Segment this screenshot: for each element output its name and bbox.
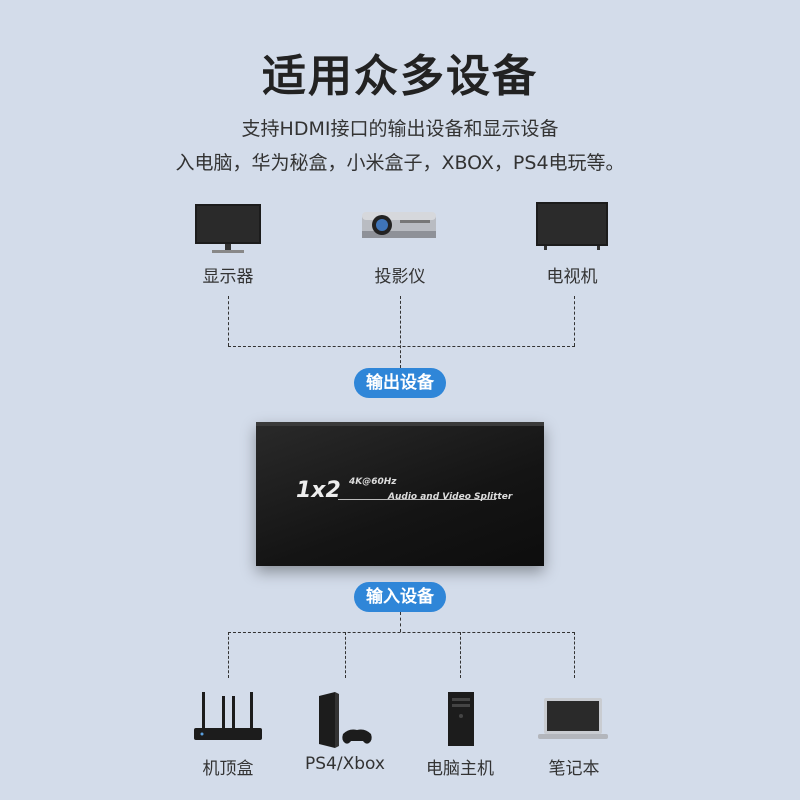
input-device-router: 机顶盒 bbox=[168, 690, 288, 779]
output-device-monitor: 显示器 bbox=[168, 198, 288, 287]
page-title: 适用众多设备 bbox=[262, 51, 538, 102]
subtitle-line-1: 支持HDMI接口的输出设备和显示设备 bbox=[241, 118, 559, 140]
connector-line bbox=[574, 296, 575, 346]
connector-line bbox=[228, 632, 575, 633]
splitter-device: 1x2 4K@60Hz Audio and Video Splitter bbox=[256, 422, 544, 566]
laptop-icon bbox=[538, 698, 608, 739]
input-device-label: 电脑主机 bbox=[426, 759, 494, 779]
input-device-label: 笔记本 bbox=[548, 759, 600, 779]
monitor-icon bbox=[195, 204, 261, 253]
game-console-icon bbox=[319, 692, 372, 748]
output-device-label: 投影仪 bbox=[374, 267, 426, 287]
output-device-projector: 投影仪 bbox=[340, 198, 460, 287]
output-device-tv: 电视机 bbox=[512, 198, 632, 287]
splitter-description: Audio and Video Splitter bbox=[388, 492, 513, 502]
input-device-label: PS4/Xbox bbox=[305, 754, 385, 774]
output-device-label: 显示器 bbox=[202, 267, 254, 287]
subtitle-line-2: 入电脑，华为秘盒，小米盒子，XBOX，PS4电玩等。 bbox=[175, 152, 625, 174]
input-device-label: 机顶盒 bbox=[202, 759, 254, 779]
input-device-laptop: 笔记本 bbox=[514, 690, 634, 779]
connector-line bbox=[400, 296, 401, 368]
splitter-spec: 4K@60Hz bbox=[349, 477, 397, 487]
connector-line bbox=[228, 346, 575, 347]
connector-line bbox=[228, 632, 229, 678]
input-device-pc: 电脑主机 bbox=[400, 690, 520, 779]
tv-icon bbox=[536, 202, 608, 250]
pc-tower-icon bbox=[448, 692, 474, 746]
connector-line bbox=[574, 632, 575, 678]
connector-line bbox=[345, 632, 346, 678]
connector-line bbox=[460, 632, 461, 678]
splitter-model: 1x2 bbox=[296, 478, 341, 503]
input-devices-badge: 输入设备 bbox=[354, 582, 446, 612]
projector-icon bbox=[362, 212, 436, 238]
connector-line bbox=[400, 612, 401, 632]
router-icon bbox=[194, 692, 262, 740]
output-devices-badge: 输出设备 bbox=[354, 368, 446, 398]
input-device-console: PS4/Xbox bbox=[285, 690, 405, 774]
connector-line bbox=[228, 296, 229, 346]
output-device-label: 电视机 bbox=[546, 267, 598, 287]
